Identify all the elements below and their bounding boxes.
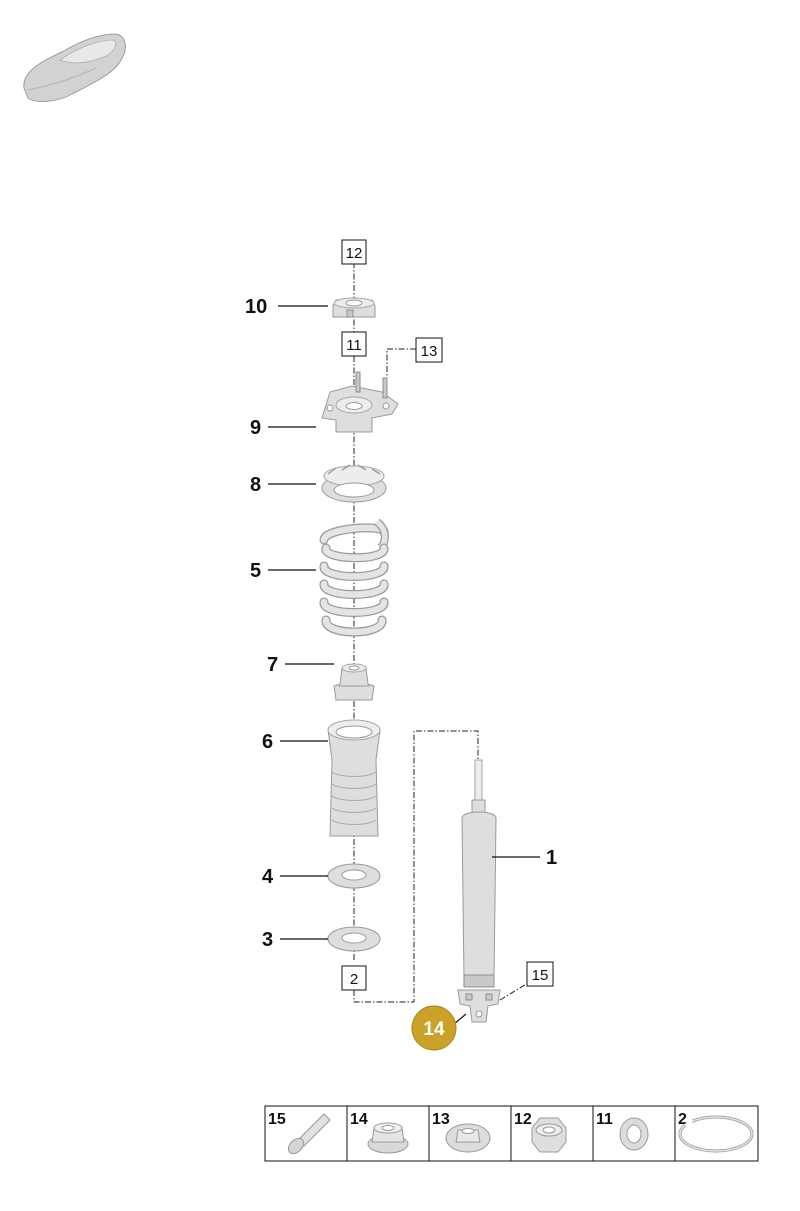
assembly-axis-lines xyxy=(353,262,529,1003)
callout-6: 6 xyxy=(262,731,273,753)
legend-label-13: 13 xyxy=(432,1111,450,1128)
hex-nut-icon xyxy=(531,1117,567,1153)
highlight-label-14: 14 xyxy=(423,1019,445,1040)
part-5-coil-spring[interactable] xyxy=(319,518,389,637)
bolt-icon xyxy=(287,1113,331,1155)
part-8-spring-pad[interactable] xyxy=(321,464,387,503)
boxed-label-13: 13 xyxy=(421,343,438,360)
boxed-label-11: 11 xyxy=(346,337,362,354)
ring-washer-icon xyxy=(619,1117,649,1151)
part-4-washer[interactable] xyxy=(327,863,381,889)
callout-8: 8 xyxy=(250,474,261,496)
legend-cell-2[interactable]: 2 xyxy=(678,1111,754,1153)
leader-lines xyxy=(268,305,540,1025)
boxed-label-12: 12 xyxy=(346,245,363,262)
part-7-bump-stop[interactable] xyxy=(333,663,375,701)
callout-labels: 10 9 8 5 7 6 4 3 1 xyxy=(245,296,557,951)
part-6-dust-boot[interactable] xyxy=(327,719,381,837)
callout-5: 5 xyxy=(250,560,261,582)
callout-4: 4 xyxy=(262,866,274,888)
highlight-marker-14[interactable]: 14 xyxy=(411,1005,457,1051)
washer-nut-icon xyxy=(445,1123,491,1153)
car-silhouette-icon xyxy=(23,33,126,102)
boxed-label-2: 2 xyxy=(350,971,358,988)
boxed-label-15: 15 xyxy=(532,967,549,984)
callout-10: 10 xyxy=(245,296,267,318)
legend-label-14: 14 xyxy=(350,1111,368,1128)
legend-cell-12[interactable]: 12 xyxy=(514,1111,567,1153)
flange-nut-icon xyxy=(367,1122,409,1154)
callout-9: 9 xyxy=(250,417,261,439)
callout-1: 1 xyxy=(546,847,557,869)
callout-7: 7 xyxy=(267,654,278,676)
part-1-shock-absorber[interactable] xyxy=(457,759,501,1023)
legend-table: 15 14 13 12 xyxy=(264,1105,759,1162)
part-10-nut[interactable] xyxy=(332,297,376,318)
callout-3: 3 xyxy=(262,929,273,951)
legend-cell-13[interactable]: 13 xyxy=(432,1111,491,1153)
legend-cell-11[interactable]: 11 xyxy=(596,1111,649,1151)
legend-label-2: 2 xyxy=(678,1111,687,1128)
legend-label-11: 11 xyxy=(596,1111,613,1128)
boxed-labels: 12 11 13 2 15 xyxy=(341,239,554,991)
part-9-top-mount[interactable] xyxy=(321,371,399,433)
legend-label-15: 15 xyxy=(268,1111,286,1128)
part-3-washer[interactable] xyxy=(327,926,381,952)
retaining-ring-icon xyxy=(678,1115,754,1153)
legend-cell-14[interactable]: 14 xyxy=(350,1111,409,1154)
legend-cell-15[interactable]: 15 xyxy=(268,1111,331,1157)
legend-label-12: 12 xyxy=(514,1111,532,1128)
